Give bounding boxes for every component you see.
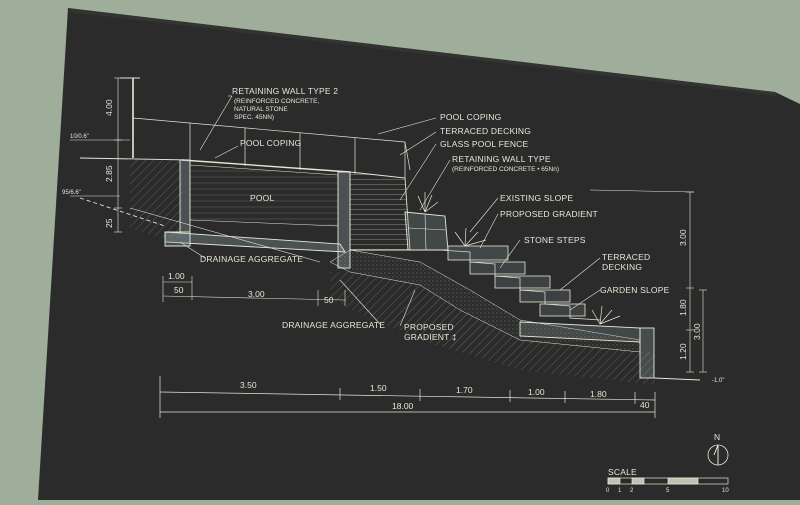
scale-block: SCALE 0 1 2 5 10 N [606,432,729,494]
left-ground-line [79,157,191,161]
dim-bottom-total: 18.00 [392,401,414,411]
label-stone-steps: STONE STEPS [524,235,586,245]
pool-coping-line [181,159,351,173]
dim-right-3-00-top: 3.00 [678,229,688,246]
dim-pool-1-00: 1.00 [168,271,185,281]
dim-right-3-00-bottom: 3.00 [692,323,702,340]
label-pool: POOL [250,193,274,203]
label-proposed-gradient-bottom-2: GRADIENT ‡ [404,332,457,342]
dim-left-4-00: 4.00 [104,99,114,116]
level-right: -1.0" [712,378,724,384]
scale-tick-2: 2 [630,488,634,494]
dim-pool-3-00: 3.00 [248,289,265,299]
dim-left-2-85: 2.85 [104,165,114,182]
scale-tick-0: 0 [606,488,610,494]
scale-title: SCALE [608,467,637,477]
dim-right-1-20: 1.20 [678,343,688,360]
left-slope-1 [79,197,166,227]
left-slope-2 [129,207,321,263]
label-terraced-decking-top: TERRACED DECKING [440,126,531,136]
north-label: N [714,432,720,442]
label-drainage-aggregate-1: DRAINAGE AGGREGATE [200,254,303,264]
label-retaining-wall-type2-sub2: NATURAL STONE [234,106,288,113]
level-markers: 10/0.6" 95/6.6" -1.0" [62,134,724,384]
scale-bar [607,477,729,485]
level-mid: 95/6.6" [62,190,81,196]
label-existing-slope: EXISTING SLOPE [500,193,573,203]
left-earth-hatch [130,158,182,238]
dim-bottom-2: 1.70 [456,385,473,395]
stone-joint-1 [407,227,447,231]
pool-water [189,164,339,227]
pool-base-left [164,231,191,247]
right-edge-stones [639,327,655,379]
dim-left-25: 25 [104,218,114,228]
label-retaining-wall-type: RETAINING WALL TYPE [452,154,551,164]
scale-tick-10: 10 [722,488,729,494]
dim-bottom-0: 3.50 [240,380,257,390]
stone-joint-2 [424,213,427,251]
dim-bottom-4: 1.80 [590,389,607,399]
label-pool-coping-top: POOL COPING [440,112,501,122]
right-dim-chain [589,189,707,373]
drawing [70,77,729,485]
scale-tick-5: 5 [666,488,670,494]
label-retaining-wall-type-sub: (REINFORCED CONCRETE • 65Nn) [452,166,559,173]
level-top: 10/0.6" [70,134,89,140]
pool-left-wall [179,159,191,233]
dimension-texts: 4.00 2.85 25 1.00 50 3.00 50 3.00 1.80 3… [104,99,702,411]
retaining-wall-stones [404,211,449,251]
scale-tick-1: 1 [618,488,622,494]
dim-bottom-5: 40 [640,400,650,410]
dim-pool-50-right: 50 [324,295,334,305]
labels: RETAINING WALL TYPE 2 (REINFORCED CONCRE… [200,86,670,342]
dim-bottom-3: 1.00 [528,387,545,397]
label-garden-slope: GARDEN SLOPE [600,285,670,295]
label-pool-coping-left: POOL COPING [240,138,301,148]
label-proposed-gradient-bottom-1: PROPOSED [404,322,454,332]
label-retaining-wall-type2-sub1: (REINFORCED CONCRETE, [234,98,319,105]
label-terraced-decking-right-2: DECKING [602,262,642,272]
bottom-dim-chain [159,376,656,418]
plant-2-icon [454,227,487,247]
north-arrow-icon [707,444,729,466]
left-dim-chain [70,77,130,233]
right-ground-line [653,377,701,381]
label-proposed-gradient-top: PROPOSED GRADIENT [500,209,598,219]
label-glass-pool-fence: GLASS POOL FENCE [440,139,529,149]
board-shadow-edge [68,8,777,96]
dim-pool-50-left: 50 [174,285,184,295]
glass-fence [132,117,411,178]
label-retaining-wall-type2: RETAINING WALL TYPE 2 [232,86,338,96]
terraced-decking-block [349,171,411,251]
plant-3-icon [591,305,621,325]
lower-earth-hatch [330,272,655,385]
pool-dim-chain [162,276,346,306]
leader-lines [179,95,601,327]
label-retaining-wall-type2-sub3: SPEC. 45NN) [234,114,274,121]
label-drainage-aggregate-2: DRAINAGE AGGREGATE [282,320,385,330]
label-terraced-decking-right-1: TERRACED [602,252,650,262]
dim-bottom-1: 1.50 [370,383,387,393]
stone-steps [439,245,601,321]
dim-right-1-80: 1.80 [678,299,688,316]
